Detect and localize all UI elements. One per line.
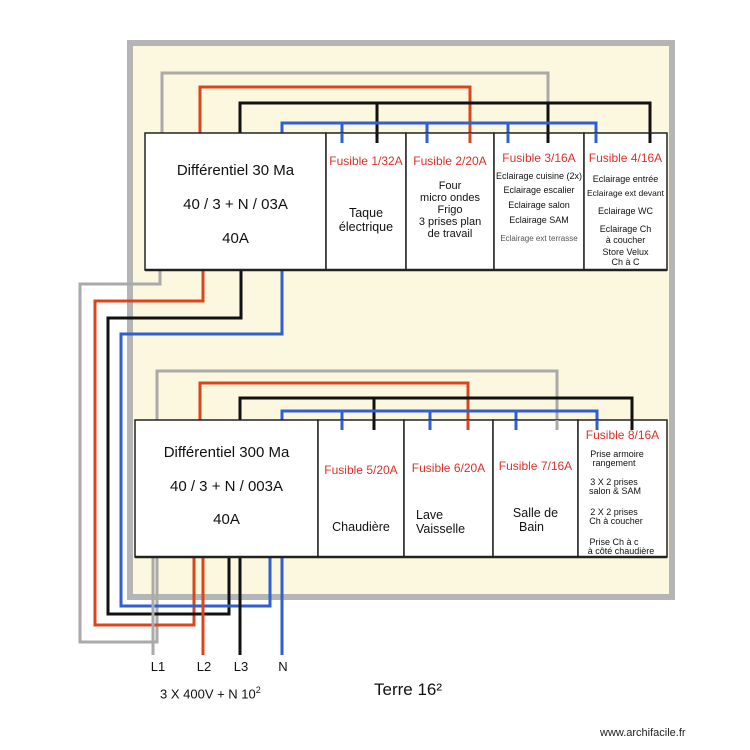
supply-voltage-sup: 2 [255,685,261,695]
fuse-8-line: rangement [592,458,636,468]
bottom-diff-line2: 40 / 3 + N / 003A [170,478,283,495]
fuse-2-line: Four [438,180,462,192]
bottom-diff-line1: Différentiel 300 Ma [163,444,290,461]
feed-blue-wire [119,270,284,608]
fuse-8-line: 2 X 2 prises [590,507,638,517]
fuse-8-line: 3 X 2 prises [590,477,638,487]
fuse-4-line: Eclairage entrée [592,174,659,184]
fuse-3-line: Eclairage SAM [509,215,569,225]
bottom-fuse-6-box [403,419,494,558]
fuse-8-title: Fusible 8/16A [585,428,660,442]
watermark: www.archifacile.fr [600,727,686,739]
fuse-1-title: Fusible 1/32A [329,154,403,168]
supply-label-l2: L2 [196,659,212,674]
bottom-red-wire [198,381,470,430]
fuse-3-line: Eclairage escalier [503,185,575,195]
feed-gray-wire [78,270,162,644]
fuse-4-line: Eclairage Ch [599,224,652,234]
fuse-4-line: Store Velux [602,247,649,257]
fuse-2-line: 3 prises plan [418,216,482,228]
fuse-4-line: Eclairage WC [597,206,653,216]
top-differential-box [144,132,327,271]
fuse-8-line: salon & SAM [588,486,642,496]
fuse-7-line: Salle de [512,506,559,520]
fuse-5-title: Fusible 5/20A [324,463,398,477]
fuse-3-line: Eclairage salon [508,200,570,210]
top-fuse-4-box [583,132,668,271]
fuse-1-line: électrique [338,220,394,234]
fuse-6-title: Fusible 6/20A [411,461,486,475]
fuse-4-line: Ch à C [611,257,640,267]
earth-label: Terre 16² [374,680,443,699]
fuse-5-line: Chaudière [332,520,390,534]
supply-label-n: N [278,659,288,674]
fuse-2-line: Frigo [437,204,463,216]
fuse-8-line: Prise armoire [590,449,644,459]
fuse-4-title: Fusible 4/16A [588,151,663,165]
fuse-1-line: Taque [348,206,384,220]
top-fuse-2-box [405,132,495,271]
bottom-diff-line3: 40A [213,511,240,528]
fuse-3-line: Eclairage cuisine (2x) [495,171,583,181]
bottom-fuse-5-box [317,419,405,558]
top-fuse-3-box [493,132,585,271]
fuse-8-line: Prise Ch à c [589,537,639,547]
fuse-8-line: à côté chaudière [587,546,655,556]
supply-voltage: 3 X 400V + N 102 [160,685,261,702]
top-diff-line2: 40 / 3 + N / 03A [183,196,288,213]
supply-label-l3: L3 [233,659,249,674]
fuse-2-title: Fusible 2/20A [413,154,487,168]
fuse-4-line: Eclairage ext devant [586,188,665,198]
top-black-wire [238,101,652,143]
supply-voltage-text: 3 X 400V + N 10 [160,686,256,702]
top-diff-line3: 40A [222,230,249,247]
bottom-fuse-7-box [492,419,579,558]
fuse-2-line: de travail [427,228,473,240]
fuse-3-line: Eclairage ext terrasse [500,234,578,243]
supply-label-l1: L1 [150,659,166,674]
bottom-gray-wire [155,369,559,430]
bottom-fuse-8-box [577,419,668,558]
top-diff-line1: Différentiel 30 Ma [176,162,295,179]
fuse-6-line: Lave [416,508,444,522]
bottom-black-wire [238,396,634,430]
fuse-7-title: Fusible 7/16A [498,459,573,473]
fuse-3-title: Fusible 3/16A [502,151,576,165]
fuse-6-line: Vaisselle [416,522,466,536]
top-red-wire [198,85,472,133]
fuse-7-line: Bain [518,520,545,534]
fuse-4-line: à coucher [605,235,646,245]
fuse-2-line: micro ondes [420,192,480,204]
fuse-8-line: Ch à coucher [589,516,643,526]
